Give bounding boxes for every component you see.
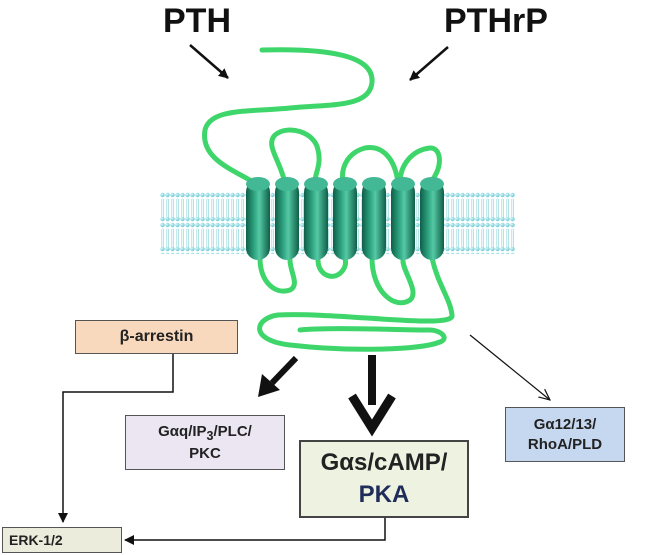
gq-pathway-line1: Gαq/IP3/PLC/: [158, 422, 252, 444]
receptor-backbone: [202, 47, 455, 352]
ligand-pth-label: PTH: [163, 2, 231, 40]
gs-pathway-line1: Gαs/cAMP/: [320, 448, 448, 476]
helix-7: [420, 177, 444, 260]
beta-arrestin-label: β-arrestin: [119, 328, 194, 345]
intracellular-loop-2: [315, 255, 349, 279]
helix-5: [362, 177, 386, 260]
gs-pathway-box: Gαs/cAMP/ PKA: [299, 440, 469, 518]
ligand-pthrp-label: PTHrP: [444, 2, 548, 40]
arrestin-to-erk-line: [58, 354, 174, 523]
intracellular-loop-1: [257, 255, 297, 294]
helix-6: [391, 177, 415, 260]
erk-box: ERK-1/2: [2, 527, 122, 553]
helix-4: [333, 177, 357, 260]
g12-pathway-box: Gα12/13/ RhoA/PLD: [505, 407, 625, 462]
gq-text-sub: 3: [206, 428, 214, 443]
transmembrane-helices: [246, 177, 444, 260]
g12-pathway-line2: RhoA/PLD: [527, 435, 603, 453]
helix-3: [304, 177, 328, 260]
gq-pathway-box: Gαq/IP3/PLC/ PKC: [125, 415, 285, 470]
g12-arrow: [469, 334, 550, 400]
c-terminal-tail: [257, 255, 455, 352]
extracellular-loop-1: [269, 127, 322, 186]
intracellular-loop-3: [369, 255, 416, 306]
extracellular-loop-2: [339, 145, 401, 186]
gs-arrow: [348, 355, 396, 437]
gs-to-erk-line: [124, 518, 386, 545]
erk-label: ERK-1/2: [9, 532, 63, 548]
gs-pathway-line2: PKA: [358, 481, 410, 508]
helix-1: [246, 177, 270, 260]
pth-arrow: [189, 44, 229, 79]
beta-arrestin-box: β-arrestin: [75, 320, 238, 354]
gq-pathway-line2: PKC: [189, 444, 221, 462]
gq-text-pre: Gαq/IP: [158, 422, 207, 440]
gq-arrow: [258, 355, 299, 397]
gq-text-post: /PLC/: [213, 422, 252, 440]
helix-2: [275, 177, 299, 260]
extracellular-loop-3: [397, 145, 442, 186]
pthrp-arrow: [409, 46, 449, 81]
n-terminal-loop: [202, 47, 375, 188]
g12-pathway-line1: Gα12/13/: [533, 416, 597, 433]
